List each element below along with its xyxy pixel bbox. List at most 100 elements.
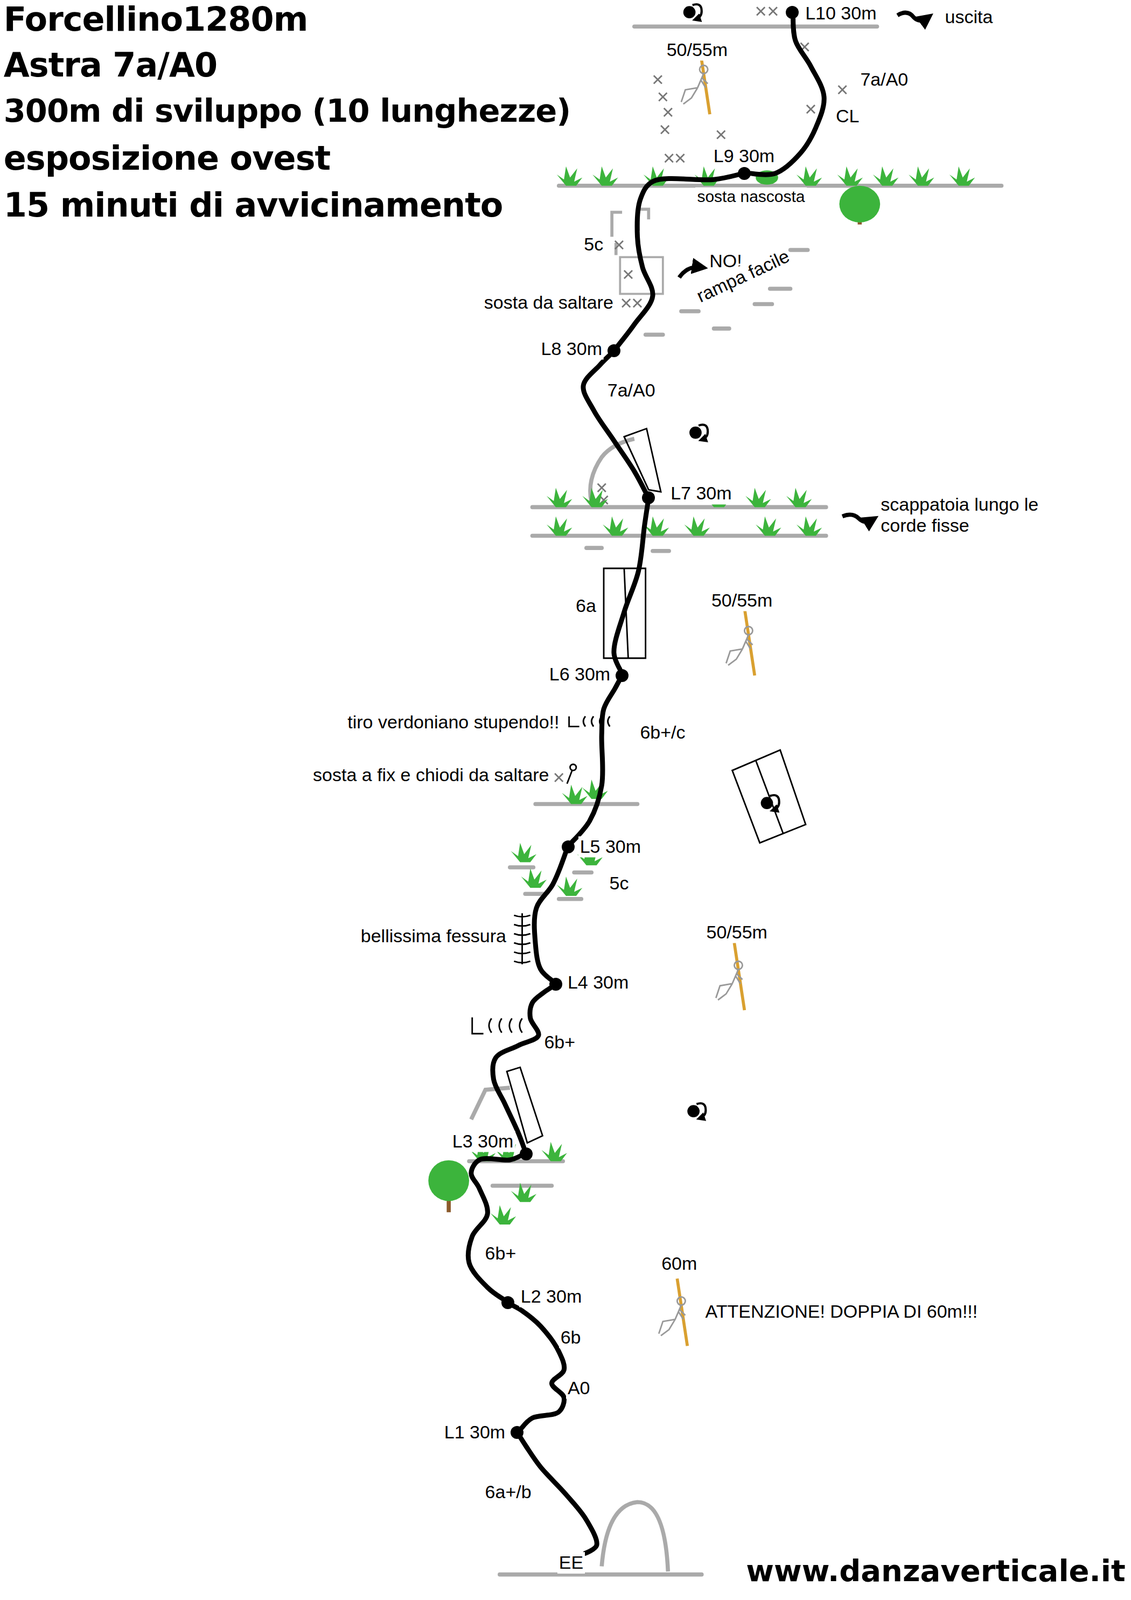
route-pitch — [534, 852, 566, 980]
grass-tuft — [546, 515, 572, 536]
route-pitch — [468, 1155, 520, 1299]
start-label: EE — [559, 1551, 584, 1573]
pitch-grade: 7a/A0 — [605, 380, 658, 402]
pitch-grade: 6a+/b — [483, 1481, 534, 1503]
route-info: esposizione ovest — [2, 138, 332, 178]
dihedrals — [732, 749, 806, 843]
belay-station: L1 30m — [510, 1425, 524, 1439]
pitch-grade: 6b+ — [542, 1031, 577, 1053]
route-info: 300m di sviluppo (10 lunghezze) — [2, 92, 573, 130]
route-pitch — [613, 504, 648, 669]
grass-tuft — [949, 166, 975, 186]
route-pitch — [571, 680, 619, 842]
pitch-grade: 5c — [582, 234, 605, 256]
grass-tuft — [546, 487, 572, 507]
ground-lines — [499, 1572, 702, 1577]
ground-lines — [652, 548, 669, 554]
ground-lines — [532, 505, 826, 510]
grass-tuft — [755, 515, 781, 536]
rock-features — [471, 208, 668, 1572]
topo-note: sosta a fix e chiodi da saltare — [311, 764, 551, 786]
ground-lines — [532, 533, 826, 539]
ground-lines — [574, 870, 592, 875]
ground-lines — [559, 896, 582, 902]
grass-tuft — [490, 1204, 516, 1225]
topo-note: 50/55m — [704, 921, 769, 943]
grass-tuft — [582, 487, 608, 507]
trees — [428, 1160, 470, 1202]
ground-lines — [510, 864, 534, 870]
belay-label: L2 30m — [519, 1285, 584, 1307]
grass-tuft — [694, 166, 721, 186]
grass-tufts — [470, 166, 975, 1225]
belay-station: L10 30m — [785, 5, 799, 19]
rappel-figures — [725, 608, 755, 676]
belay-label: L10 30m — [803, 2, 878, 24]
ground-lines — [645, 332, 663, 337]
ground-lines — [492, 1183, 553, 1188]
topo-note: bellissima fessura — [359, 925, 508, 947]
ground-lines — [469, 26, 1002, 1574]
grass-tuft — [556, 876, 583, 896]
direction-arrows — [679, 267, 702, 278]
topo-note: A0 — [566, 1377, 592, 1399]
belay-label: L8 30m — [539, 338, 604, 360]
rappel-figures — [715, 942, 745, 1010]
direction-arrows — [897, 12, 928, 21]
rock-features — [601, 1501, 668, 1572]
route-title: Forcellino1280m — [2, 0, 310, 39]
pitch-grade: 7a/A0 — [858, 68, 910, 90]
route-info: 15 minuti di avvicinamento — [2, 185, 505, 225]
topo-note: ATTENZIONE! DOPPIA DI 60m!!! — [703, 1301, 980, 1323]
dihedrals — [570, 764, 577, 771]
grass-tuft — [786, 487, 812, 507]
belay-label: L1 30m — [442, 1421, 507, 1443]
ground-lines — [754, 302, 772, 307]
grass-tuft — [592, 166, 618, 186]
pitch-grade: 6b+/c — [638, 721, 687, 743]
ground-lines — [681, 309, 699, 314]
route-info: Astra 7a/A0 — [2, 46, 219, 85]
belay-label: L5 30m — [578, 835, 643, 857]
belay-station: L3 30m — [519, 1147, 533, 1161]
ground-lines — [790, 247, 808, 253]
route-pitch — [513, 1305, 564, 1428]
belay-station: L9 30m — [737, 166, 751, 180]
ground-lines — [535, 801, 638, 807]
trees — [839, 185, 881, 223]
rappel-figures — [658, 1278, 688, 1346]
belay-station: L5 30m — [561, 840, 575, 854]
ground-lines — [586, 545, 602, 550]
grass-tuft — [745, 487, 771, 507]
topo-note: scappatoia lungo le corde fisse — [878, 493, 1050, 536]
topo-note: tiro verdoniano stupendo!! — [345, 711, 561, 733]
rappel-symbols — [689, 424, 708, 440]
belay-station: L4 30m — [549, 977, 563, 991]
topo-note: CL — [834, 105, 861, 127]
grass-tuft — [796, 515, 822, 536]
dihedrals — [567, 770, 572, 784]
rappel-figures — [658, 46, 755, 1346]
route-pitch — [583, 355, 646, 493]
route-pitch — [492, 987, 551, 1148]
grass-tuft — [873, 166, 899, 186]
trees — [428, 170, 881, 1212]
pitch-grade: 6b — [559, 1326, 583, 1348]
belay-station: L2 30m — [501, 1295, 515, 1309]
topo-note: 60m — [659, 1253, 699, 1275]
pitch-grade: 6b+ — [483, 1243, 519, 1265]
grass-tuft — [796, 166, 822, 186]
dihedrals — [472, 1016, 523, 1033]
ground-lines — [770, 286, 791, 291]
direction-arrows — [679, 12, 928, 522]
grass-tuft — [521, 868, 547, 888]
topo-note: 50/55m — [665, 39, 730, 61]
ground-lines — [634, 24, 878, 29]
grass-tuft — [684, 515, 710, 536]
belay-label: L7 30m — [668, 483, 733, 505]
belay-label: L4 30m — [566, 971, 631, 993]
grass-tuft — [511, 1182, 537, 1202]
belay-label: L9 30m — [711, 145, 777, 167]
